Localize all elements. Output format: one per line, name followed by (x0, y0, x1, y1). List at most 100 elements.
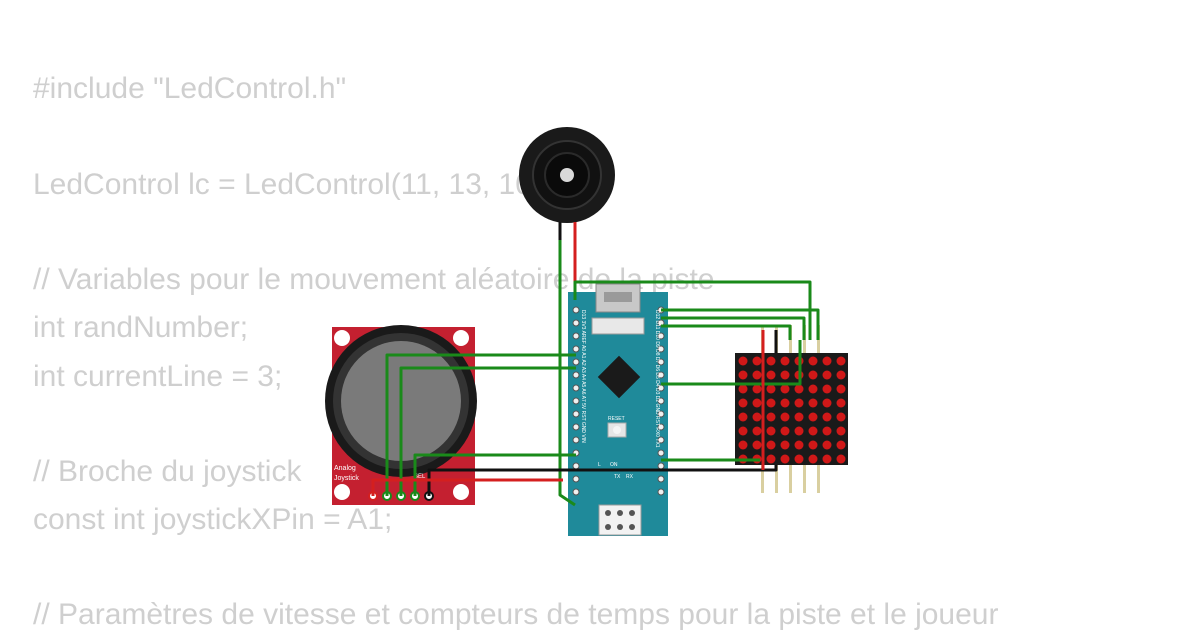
led-dot (738, 384, 748, 394)
wire-buzzer-gnd (558, 240, 576, 507)
led-dot (794, 440, 804, 450)
tx-label: TX (614, 474, 621, 480)
icsp-pin (617, 524, 623, 530)
wire-d11 (661, 316, 806, 340)
reset-button-cap (613, 426, 621, 434)
led-dot (836, 398, 846, 408)
led-dot (738, 356, 748, 366)
led-dot (766, 440, 776, 450)
led-dot (822, 412, 832, 422)
matrix-pin (775, 465, 778, 493)
led-dot (794, 412, 804, 422)
led-dot (822, 398, 832, 408)
wire-joystick-gnd (427, 465, 778, 496)
led-dot (836, 370, 846, 380)
wire-joystick-y (399, 366, 576, 496)
led-dot (808, 370, 818, 380)
icsp-pin (629, 510, 635, 516)
led-dot (780, 412, 790, 422)
matrix-pin (761, 465, 764, 493)
header-pin (657, 371, 665, 379)
rx-label: RX (626, 474, 634, 480)
led-matrix[interactable] (735, 325, 848, 493)
led-dot (766, 426, 776, 436)
code-line-currentline: int currentLine = 3; (33, 360, 283, 393)
led-dot (808, 454, 818, 464)
header-pin (657, 332, 665, 340)
led-dot (766, 412, 776, 422)
led-dot (752, 426, 762, 436)
led-dot (738, 370, 748, 380)
on-label: ON (610, 462, 618, 468)
led-dot (780, 440, 790, 450)
code-line-joystick-pin: const int joystickXPin = A1; (33, 503, 393, 536)
led-dot (822, 426, 832, 436)
led-dot (822, 356, 832, 366)
wire-joystick-vcc (371, 478, 563, 496)
wire-joystick-x (385, 353, 576, 496)
l-label: L (598, 462, 601, 468)
header-pin (572, 384, 580, 392)
led-dot (808, 356, 818, 366)
led-dot (766, 370, 776, 380)
left-header-label: D13 3V3 AREF A0 A1 A2 A3 A4 A5 A6 A7 5V … (580, 310, 586, 443)
led-matrix-body (735, 353, 848, 465)
led-dot (752, 370, 762, 380)
arduino-nano[interactable]: RESET TX RX ON L D13 3V3 AREF A0 A1 A2 A… (568, 283, 668, 536)
header-pin (572, 410, 580, 418)
led-dot (822, 370, 832, 380)
led-dot (752, 356, 762, 366)
buzzer[interactable] (519, 127, 615, 240)
led-dot (766, 398, 776, 408)
led-dot (752, 440, 762, 450)
joystick-label-analog: Analog (334, 465, 356, 472)
icsp-pin (629, 524, 635, 530)
led-dot (808, 412, 818, 422)
header-pin (657, 462, 665, 470)
usb-housing (591, 317, 645, 335)
joystick-pin-label: SEL (414, 474, 426, 480)
joystick-mount-hole-tr (453, 330, 469, 346)
led-dot (822, 454, 832, 464)
usb-port-inner (604, 292, 632, 302)
led-dot (738, 398, 748, 408)
led-dot (766, 384, 776, 394)
code-line-comment-joystick: // Broche du joystick (33, 455, 302, 488)
header-pin (657, 410, 665, 418)
header-pin (572, 319, 580, 327)
led-dot (794, 426, 804, 436)
header-pin (572, 306, 580, 314)
right-header-label: D12 D11 D10 D9 D8 D7 D6 D5 D4 D3 D2 GND … (654, 310, 660, 448)
header-pin (572, 332, 580, 340)
wire-d7 (661, 340, 802, 386)
header-pin (572, 423, 580, 431)
wire-d10 (661, 324, 792, 340)
code-line-include: #include "LedControl.h" (33, 72, 347, 105)
led-dot (780, 398, 790, 408)
header-pin (657, 345, 665, 353)
header-pin (572, 475, 580, 483)
header-pin (657, 358, 665, 366)
buzzer-center (560, 168, 574, 182)
led-dot (808, 384, 818, 394)
led-dot (836, 356, 846, 366)
led-dot (752, 384, 762, 394)
header-pin (572, 436, 580, 444)
led-dot (780, 370, 790, 380)
header-pin (657, 397, 665, 405)
matrix-pin (817, 465, 820, 493)
reset-label: RESET (608, 416, 625, 422)
header-pin (657, 423, 665, 431)
icsp-header (598, 504, 642, 536)
icsp-pin (605, 524, 611, 530)
code-line-comment-params: // Paramètres de vitesse et compteurs de… (33, 598, 999, 631)
joystick-label-joystick: Joystick (334, 475, 359, 482)
wire-joystick-sw (413, 453, 576, 496)
header-pin (572, 371, 580, 379)
led-dot (766, 356, 776, 366)
led-dot (738, 426, 748, 436)
left-pin-header (572, 306, 580, 496)
led-dot (794, 454, 804, 464)
led-dot (836, 454, 846, 464)
